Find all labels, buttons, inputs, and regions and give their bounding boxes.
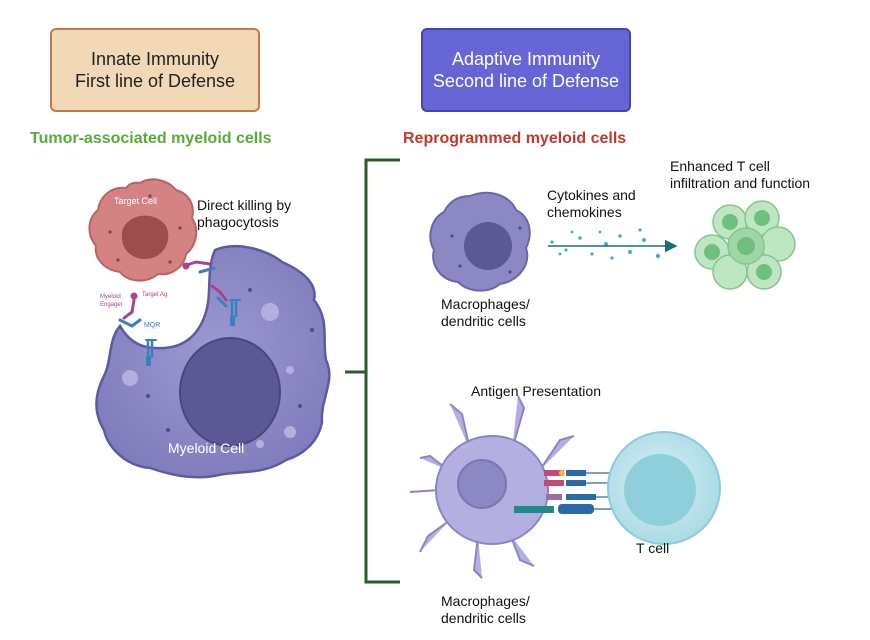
reprogrammed-heading: Reprogrammed myeloid cells (403, 130, 627, 147)
tcell-cluster (694, 200, 796, 290)
t-cell (607, 431, 721, 545)
tumor-associated-heading: Tumor-associated myeloid cells (30, 130, 272, 147)
cytokine-particles (550, 228, 661, 260)
cytokines-label-2: chemokines (547, 204, 622, 220)
myeloid-cell (95, 245, 331, 479)
enhanced-label-2: infiltration and function (670, 175, 811, 191)
macrophage-top (429, 191, 531, 292)
direct-killing-label-1: Direct killing by (197, 197, 292, 213)
antigen-presentation-label: Antigen Presentation (471, 383, 601, 399)
macrophage-bottom-label-2: dendritic cells (441, 610, 526, 626)
mhc-tcr-complexes (514, 470, 596, 514)
cytokines-label-1: Cytokines and (547, 187, 636, 203)
engager-molecules (118, 260, 241, 366)
mqr-label: MQR (144, 322, 161, 329)
myeloid-cell-label: Myeloid Cell (168, 440, 245, 456)
target-cell-label: Target Cell (114, 196, 158, 206)
adaptive-title-line2: Second line of Defense (432, 71, 620, 91)
myeloid-engager-label-2: Engager (100, 302, 123, 308)
innate-immunity-box: Innate Immunity First line of Defense (50, 28, 260, 112)
myeloid-engager-label-1: Myeloid (100, 294, 121, 300)
adaptive-title-line1: Adaptive Immunity (451, 49, 601, 69)
target-cell (88, 178, 198, 282)
adaptive-immunity-box: Adaptive Immunity Second line of Defense (421, 28, 631, 112)
macrophage-top-label-2: dendritic cells (441, 313, 526, 329)
innate-title-line2: First line of Defense (74, 71, 236, 91)
innate-title-line1: Innate Immunity (90, 49, 220, 69)
enhanced-label-1: Enhanced T cell (670, 158, 770, 174)
dendritic-cell (409, 395, 575, 579)
macrophage-bottom-label-1: Macrophages/ (441, 593, 530, 609)
target-ag-label: Target Ag (142, 292, 168, 298)
bracket (345, 158, 400, 584)
t-cell-label: T cell (636, 540, 670, 556)
macrophage-top-label-1: Macrophages/ (441, 296, 530, 312)
direct-killing-label-2: phagocytosis (197, 214, 279, 230)
